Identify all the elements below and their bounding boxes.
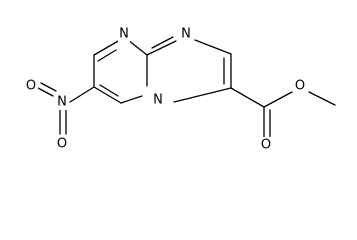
bond-c3-n4 [173, 87, 232, 103]
atom-labels: N N N N O O O O [25, 26, 307, 153]
bond-c5h-c6no2-double [99, 84, 119, 97]
bond-n-nitro-o-upper [37, 87, 54, 97]
bond-c5-c6 [93, 39, 121, 56]
atom-o-nitro-lower: O [57, 137, 67, 152]
bond-o-ester-methyl [308, 91, 336, 106]
bond-n1-c8a [127, 39, 148, 56]
bond-n-imidazole-c2 [194, 39, 232, 55]
bond-c3-carbonyl-c [230, 87, 265, 108]
atom-o-ester-carbonyl: O [261, 138, 271, 153]
bond-n-nitro-o-upper-double [40, 82, 57, 92]
atom-n-imidazole: N [181, 27, 191, 42]
bond-c5h-c6no2 [93, 86, 122, 104]
bonds [37, 36, 336, 138]
atom-n-pyrimidine-top: N [119, 27, 129, 42]
atom-o-nitro-upper: O [26, 79, 36, 94]
atom-o-ester-single: O [295, 79, 305, 94]
bond-c8a-n-imidazole [146, 40, 177, 56]
bond-c8a-n-imidazole-double [151, 36, 174, 49]
chemical-structure-diagram: N N N N O O O O [25, 26, 336, 153]
bond-c6-n-nitro [69, 86, 95, 103]
atom-n-nitro: N [57, 95, 67, 110]
bond-n4-c5h [120, 95, 143, 104]
bond-carbonyl-c-o-ester [263, 91, 293, 108]
atom-n-bridgehead: N [153, 93, 163, 108]
bond-c6-n1-double [97, 49, 117, 62]
